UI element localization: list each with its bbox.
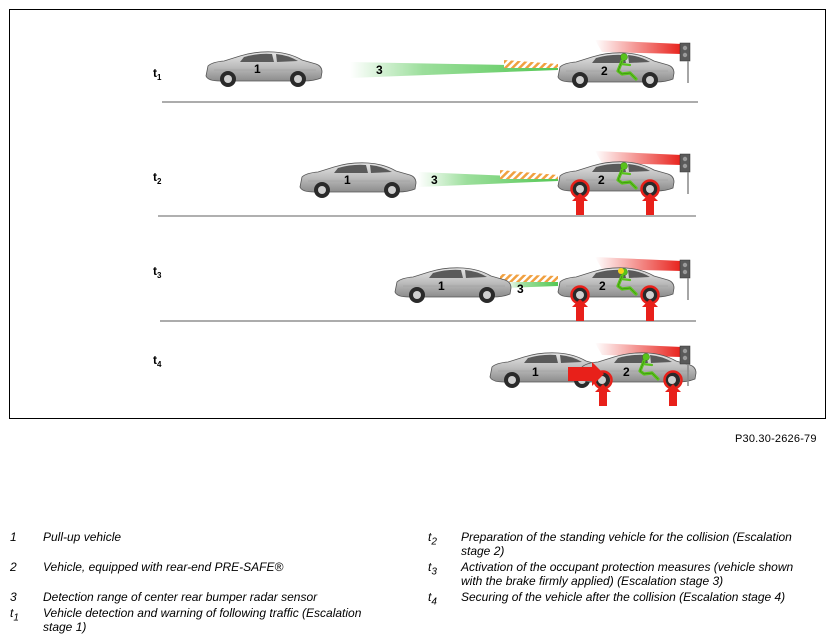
pull-up-vehicle-t2: [299, 162, 417, 199]
pull-up-vehicle-t3: [394, 267, 512, 304]
legend-key: 3: [10, 590, 17, 604]
stage-label-t4: t4: [153, 353, 162, 369]
legend-key: t2: [428, 530, 437, 548]
callout-2-t1: 2: [601, 64, 608, 78]
stage-label-t2: t2: [153, 170, 162, 186]
legend-key: t1: [10, 606, 19, 624]
callout-2-t3: 2: [599, 279, 606, 293]
diagram-canvas: t1 1 2 3 t2 1 2 3 t3 1 2 3 t4 1 2: [153, 40, 698, 406]
traffic-light-icon-t3: [679, 259, 691, 301]
hazard-zone-t2: [500, 170, 558, 179]
callout-1-t3: 1: [438, 279, 445, 293]
traffic-light-icon-t2: [679, 153, 691, 195]
warning-light-beam-t4: [595, 343, 682, 357]
legend-key: 1: [10, 530, 17, 544]
pre-safe-diagram: t1 1 2 3 t2 1 2 3 t3 1 2 3 t4 1 2: [9, 9, 826, 419]
callout-3-t1: 3: [376, 63, 383, 77]
callout-1-t2: 1: [344, 173, 351, 187]
callout-1-t1: 1: [254, 62, 261, 76]
callout-2-t4: 2: [623, 365, 630, 379]
headrest-indicator-icon-t3: [618, 268, 624, 274]
legend-key: t3: [428, 560, 437, 578]
callout-2-t2: 2: [598, 173, 605, 187]
callout-1-t4: 1: [532, 365, 539, 379]
equipped-vehicle-t2: [557, 161, 675, 198]
legend-text: Vehicle, equipped with rear-end PRE-SAFE…: [43, 560, 284, 574]
hazard-zone-t3: [500, 274, 558, 282]
pull-up-vehicle-t1: [205, 51, 323, 88]
warning-light-beam-t1: [595, 40, 682, 54]
legend-text: Detection range of center rear bumper ra…: [43, 590, 318, 604]
hazard-zone-t1: [504, 60, 558, 68]
legend-text: Activation of the occupant protection me…: [461, 560, 794, 588]
stage-label-t3: t3: [153, 264, 162, 280]
equipped-vehicle-t1: [557, 52, 675, 89]
legend-key: t4: [428, 590, 437, 608]
legend-text: Vehicle detection and warning of followi…: [43, 606, 362, 634]
legend-text: Pull-up vehicle: [43, 530, 122, 544]
legend-text: Preparation of the standing vehicle for …: [461, 530, 792, 558]
legend-key: 2: [10, 560, 17, 574]
legend-text: Securing of the vehicle after the collis…: [461, 590, 786, 604]
figure-code: P30.30-2626-79: [735, 433, 817, 445]
callout-3-t2: 3: [431, 173, 438, 187]
traffic-light-icon-t1: [679, 42, 691, 84]
stage-label-t1: t1: [153, 66, 162, 82]
equipped-vehicle-t3: [557, 267, 675, 304]
callout-3-t3: 3: [517, 282, 524, 296]
radar-beam-t2: [418, 172, 558, 187]
